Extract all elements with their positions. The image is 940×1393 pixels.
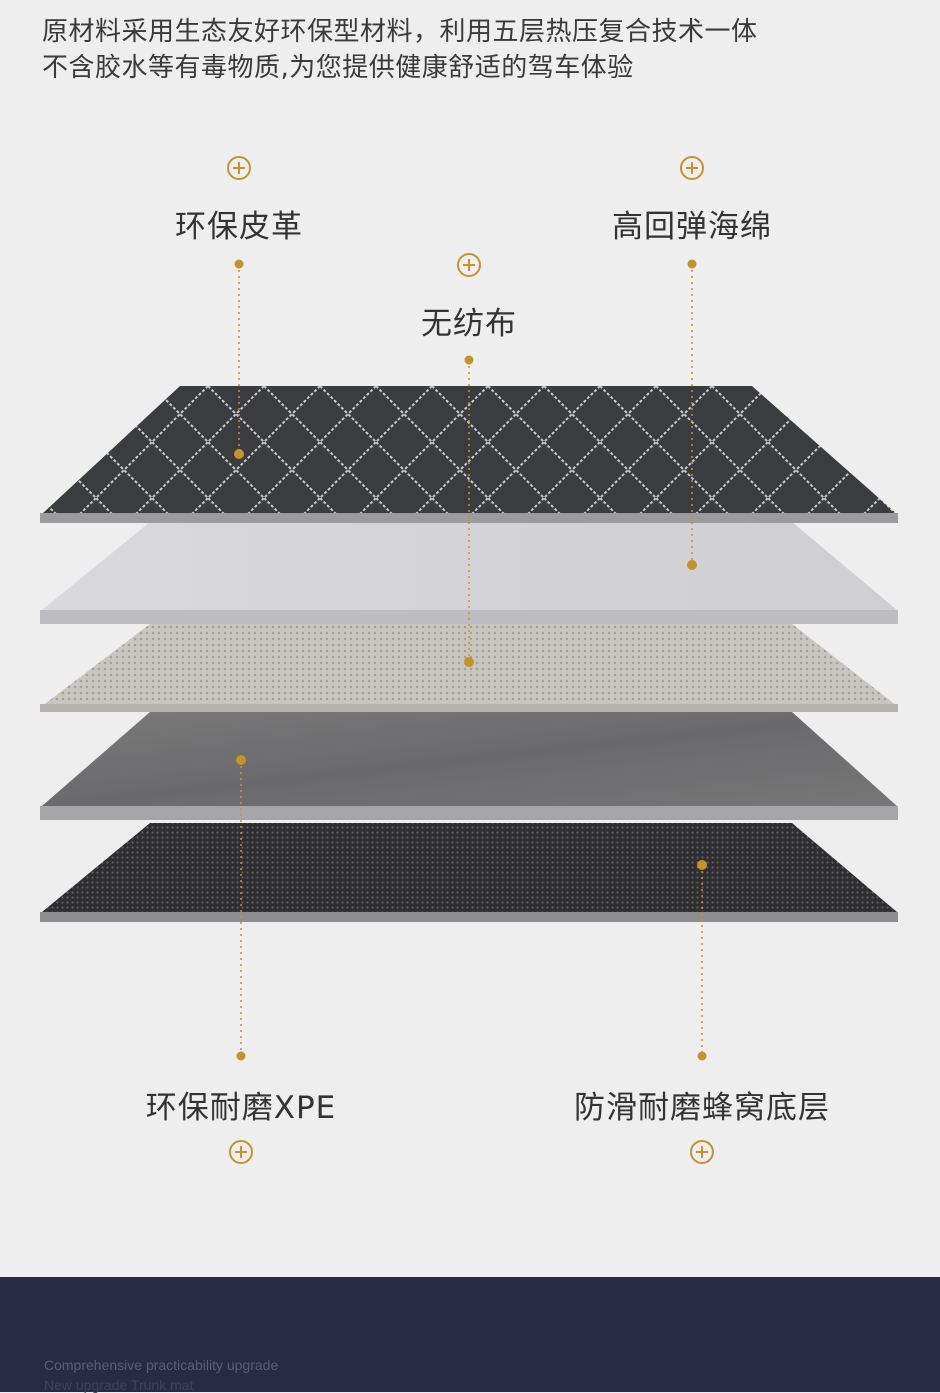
layer-sponge — [40, 522, 898, 624]
leader-dot — [687, 259, 697, 269]
layer-honeycomb — [40, 823, 898, 922]
plus-circle-icon — [690, 1140, 714, 1164]
leader-dot — [464, 355, 474, 365]
footer-line-2: New upgrade Trunk mat — [44, 1377, 194, 1393]
intro-line-2: 不含胶水等有毒物质,为您提供健康舒适的驾车体验 — [42, 53, 634, 83]
footer-line-1: Comprehensive practicability upgrade — [44, 1357, 279, 1373]
label-xpe: 环保耐磨XPE — [145, 1090, 337, 1126]
leader-dot — [234, 449, 244, 459]
intro-text: 原材料采用生态友好环保型材料，利用五层热压复合技术一体 不含胶水等有毒物质,为您… — [42, 14, 902, 86]
leader-dot — [464, 657, 474, 667]
leader-dot — [697, 1051, 707, 1061]
label-honeycomb: 防滑耐磨蜂窝底层 — [574, 1090, 830, 1126]
label-nonwoven: 无纺布 — [421, 306, 517, 342]
label-sponge: 高回弹海绵 — [612, 209, 772, 245]
plus-circle-icon — [680, 156, 704, 180]
plus-circle-icon — [457, 253, 481, 277]
layer-xpe — [40, 712, 898, 820]
label-leather: 环保皮革 — [175, 209, 303, 245]
plus-circle-icon — [227, 156, 251, 180]
leader-dot — [687, 560, 697, 570]
plus-circle-icon — [229, 1140, 253, 1164]
layer-leather — [40, 386, 898, 523]
leader-dot — [234, 259, 244, 269]
leader-dot — [236, 1051, 246, 1061]
leader-dot — [697, 860, 707, 870]
intro-line-1: 原材料采用生态友好环保型材料，利用五层热压复合技术一体 — [42, 17, 758, 47]
leader-dot — [236, 755, 246, 765]
footer-band: Comprehensive practicability upgrade New… — [0, 1277, 940, 1393]
